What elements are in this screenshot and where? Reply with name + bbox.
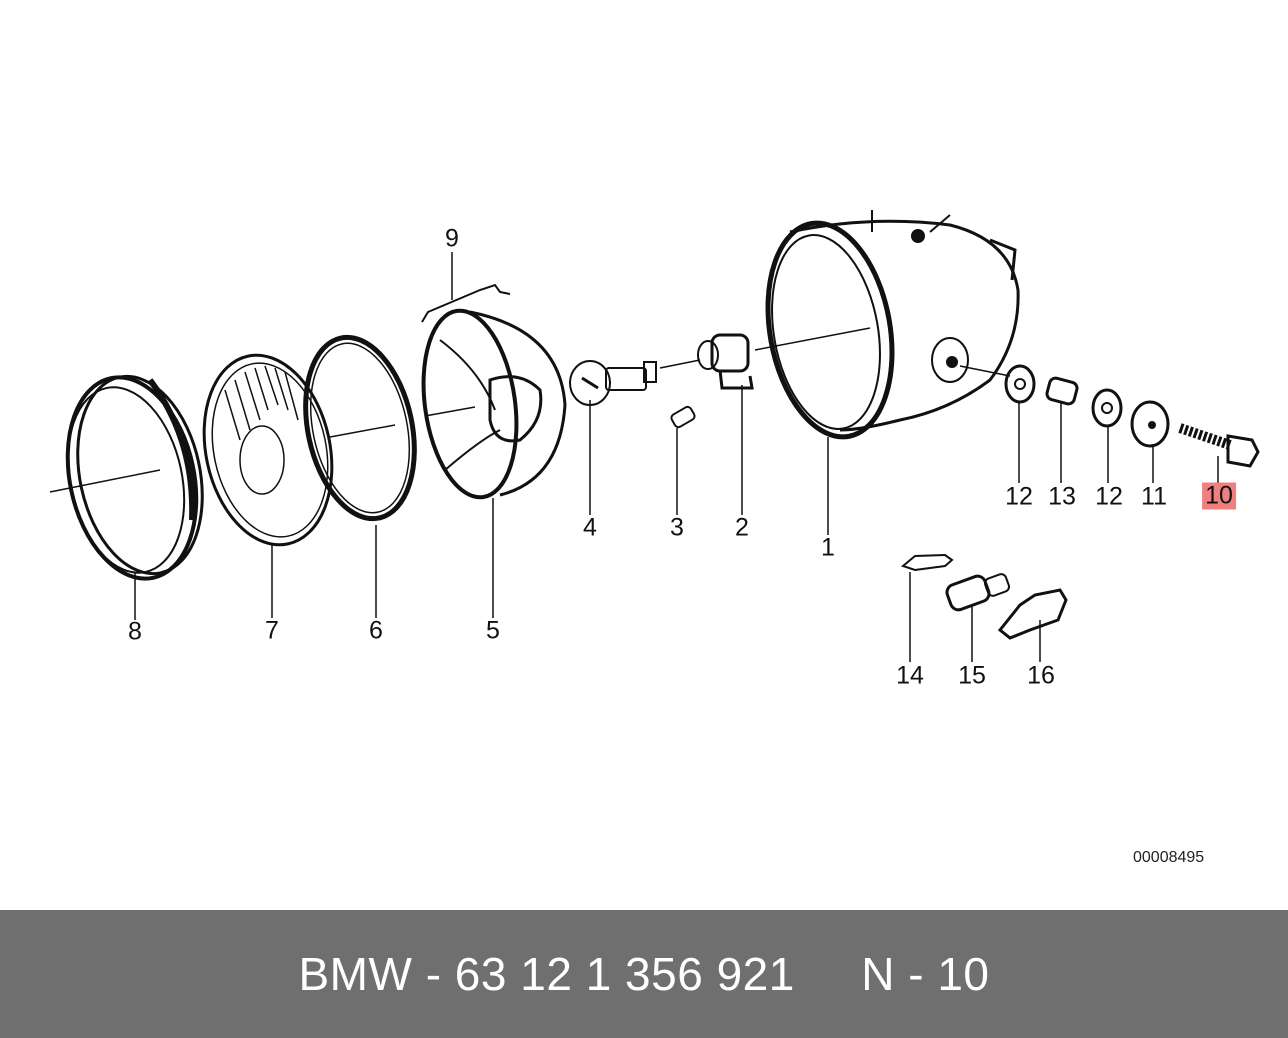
part-8-chrome-rim [65, 374, 204, 581]
callout-12a: 12 [1005, 482, 1033, 511]
callout-11: 11 [1141, 482, 1167, 511]
callout-12b: 12 [1095, 482, 1123, 511]
exploded-headlight-drawing [49, 210, 1260, 662]
part-13-spacer [1045, 376, 1079, 406]
part-9-spring-clip [421, 283, 511, 323]
callout-8: 8 [128, 617, 142, 646]
callout-1: 1 [821, 533, 835, 562]
part-number-footer: BMW - 63 12 1 356 921 N - 10 [0, 910, 1288, 1038]
part-12-rubber-washer-a [1004, 364, 1036, 404]
part-14-pin [900, 553, 954, 572]
callout-5: 5 [486, 616, 500, 645]
callout-2: 2 [735, 513, 749, 542]
diagram-reference-code: 00008495 [1133, 849, 1205, 866]
callout-16: 16 [1027, 661, 1055, 690]
part-15-connector [945, 573, 1011, 612]
callout-9: 9 [445, 224, 459, 253]
callout-10-highlighted[interactable]: 10 [1202, 482, 1236, 510]
part-5-reflector [421, 308, 567, 500]
callout-4: 4 [583, 513, 597, 542]
part-4-bulb [569, 360, 657, 406]
part-11-washer [1130, 400, 1170, 448]
part-7-lens [202, 353, 334, 547]
part-6-seal-ring [303, 334, 417, 522]
callout-3: 3 [670, 513, 684, 542]
part-2-bulb-holder [697, 333, 754, 390]
part-16-cover [997, 588, 1068, 640]
callout-15: 15 [958, 661, 986, 690]
callout-6: 6 [369, 616, 383, 645]
callout-7: 7 [265, 616, 279, 645]
part-12-rubber-washer-b [1091, 388, 1123, 428]
part-number-text: BMW - 63 12 1 356 921 N - 10 [298, 948, 990, 1000]
callout-leaders [134, 252, 1219, 662]
callout-14: 14 [896, 661, 924, 690]
part-1-housing [765, 210, 1020, 440]
part-3-small-bulb [670, 405, 696, 429]
callout-13: 13 [1048, 482, 1076, 511]
part-10-bolt [1178, 423, 1260, 468]
parts-diagram: 1 2 3 4 5 6 7 8 9 10 11 12 12 13 14 15 1… [49, 210, 1260, 866]
